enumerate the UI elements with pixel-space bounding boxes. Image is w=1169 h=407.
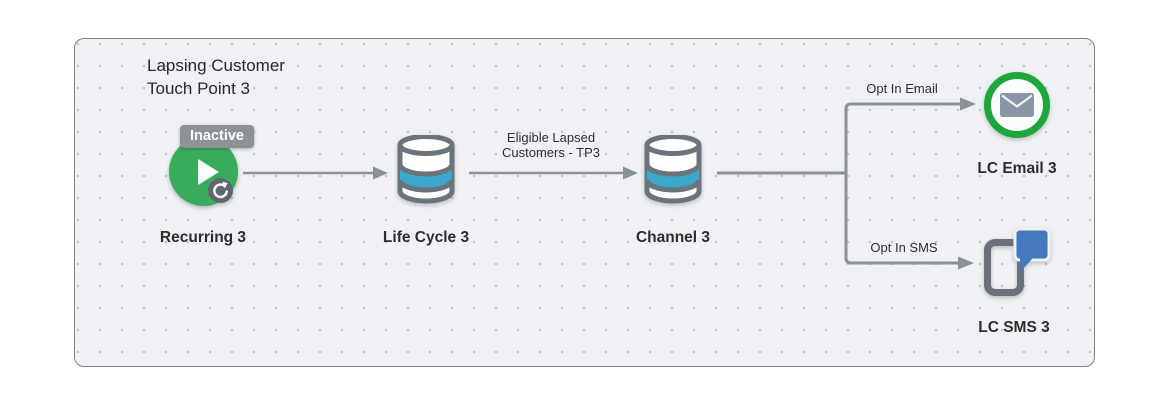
- node-query-lifecycle[interactable]: [396, 135, 456, 205]
- edge-label-eligible-lapsed[interactable]: Eligible Lapsed Customers - TP3: [501, 130, 600, 160]
- arrowhead-email: [960, 97, 976, 111]
- edges-layer: [243, 97, 976, 270]
- node-label-recurring: Recurring 3: [159, 229, 247, 246]
- edge-branch-email-sms[interactable]: [844, 102, 960, 265]
- chat-bubble-icon: [1013, 227, 1051, 262]
- envelope-icon: [1000, 93, 1034, 117]
- arrowhead-channel: [623, 166, 638, 180]
- node-sms-delivery[interactable]: [978, 225, 1053, 303]
- arrowhead-sms: [958, 256, 974, 270]
- inactive-badge: Inactive: [180, 125, 254, 148]
- workflow-canvas[interactable]: Lapsing Customer Touch Point 3 Eligible …: [74, 38, 1095, 367]
- node-label-lifecycle: Life Cycle 3: [382, 229, 470, 246]
- node-label-channel: Channel 3: [635, 229, 711, 246]
- node-email-delivery[interactable]: [984, 72, 1050, 138]
- node-query-channel[interactable]: [643, 135, 703, 205]
- edge-label-opt-in-sms[interactable]: Opt In SMS: [870, 240, 938, 255]
- node-label-sms: LC SMS 3: [978, 319, 1050, 336]
- node-label-email: LC Email 3: [977, 160, 1057, 177]
- recurring-arrow-icon: [208, 178, 233, 203]
- node-recurring-delivery[interactable]: [169, 137, 238, 206]
- play-icon: [198, 159, 219, 185]
- workflow-title: Lapsing Customer Touch Point 3: [147, 56, 285, 98]
- arrowhead-lifecycle: [373, 166, 388, 180]
- edge-label-opt-in-email[interactable]: Opt In Email: [866, 81, 938, 96]
